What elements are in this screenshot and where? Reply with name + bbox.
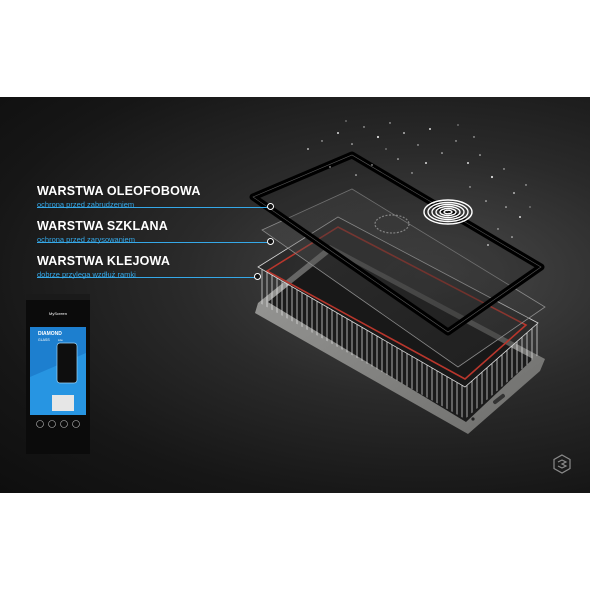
- layer-title: WARSTWA KLEJOWA: [37, 254, 171, 268]
- package-tagline: Lite: [58, 338, 63, 342]
- package-product: DIAMOND: [38, 331, 62, 337]
- package-brand: MyScreen: [49, 311, 67, 316]
- marker-adhesive: [254, 273, 261, 280]
- leader-line-glass: [37, 242, 268, 243]
- layer-title: WARSTWA SZKLANA: [37, 219, 168, 233]
- layer-oleophobic: WARSTWA OLEOFOBOWA ochrona przed zabrudz…: [37, 184, 201, 210]
- oleophobic-layer: [249, 151, 545, 336]
- brand-logo-icon: [553, 454, 571, 474]
- package-product-line: GLASS: [38, 338, 50, 342]
- leader-line-oleophobic: [37, 207, 268, 208]
- layer-labels: WARSTWA OLEOFOBOWA ochrona przed zabrudz…: [37, 184, 201, 289]
- layer-adhesive: WARSTWA KLEJOWA dobrze przylega wzdłuż r…: [37, 254, 201, 280]
- marker-oleophobic: [267, 203, 274, 210]
- product-visual-panel: MyScreen DIAMOND GLASS Lite WARSTWA OLEO…: [0, 97, 590, 493]
- layer-glass: WARSTWA SZKLANA ochrona przed zarysowani…: [37, 219, 201, 245]
- fingerprint-icon: [423, 199, 473, 225]
- dust-particles: [307, 120, 531, 246]
- layer-subtitle: ochrona przed zarysowaniem: [37, 235, 135, 244]
- layer-title: WARSTWA OLEOFOBOWA: [37, 184, 201, 198]
- layer-subtitle: ochrona przed zabrudzeniem: [37, 200, 135, 209]
- product-package: MyScreen DIAMOND GLASS Lite: [26, 294, 90, 454]
- leader-line-adhesive: [37, 277, 255, 278]
- glass-layer: [261, 188, 546, 368]
- layer-subtitle: dobrze przylega wzdłuż ramki: [37, 270, 136, 279]
- layers-illustration: MyScreen DIAMOND GLASS Lite: [26, 120, 546, 454]
- marker-glass: [267, 238, 274, 245]
